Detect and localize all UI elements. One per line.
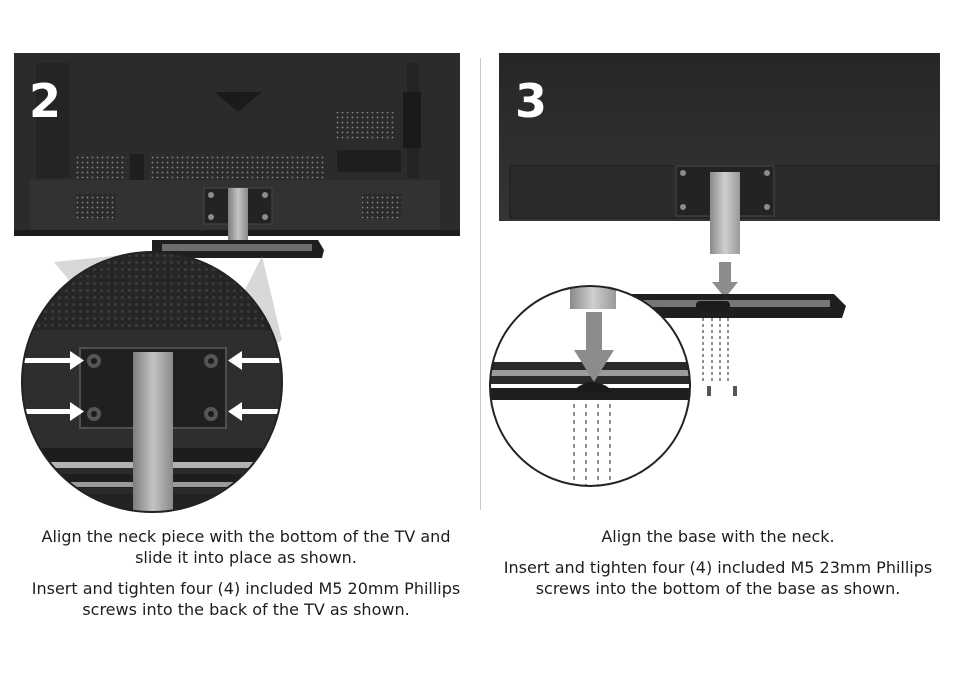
port-panel: [403, 92, 421, 148]
panel-divider: [480, 58, 481, 510]
step-2-instructions: Align the neck piece with the bottom of …: [30, 526, 462, 630]
tv-back: [14, 53, 460, 236]
instruction-text: Align the base with the neck.: [601, 527, 835, 546]
screw-guide-lines: [702, 318, 729, 384]
tv-back-neck-attach-illustration: [14, 53, 460, 513]
zoom-detail-circle: [490, 286, 690, 486]
neck-piece: [228, 188, 248, 256]
step-3-instructions: Align the base with the neck. Insert and…: [492, 526, 944, 609]
base-neck-attach-illustration: [489, 53, 940, 487]
phillips-screws: [707, 386, 737, 396]
mount-screws: [87, 354, 218, 421]
instruction-text: Align the neck piece with the bottom of …: [41, 527, 451, 567]
step-2-panel: 2 Align the neck piece with the bottom o…: [14, 53, 462, 630]
step-number: 2: [29, 74, 62, 128]
instruction-text: Insert and tighten four (4) included M5 …: [31, 579, 461, 619]
step-number: 3: [515, 74, 548, 128]
logo-v-mark: [214, 92, 262, 112]
screw-insert-arrows: [22, 351, 282, 421]
neck-piece: [710, 172, 740, 254]
step-3-panel: 3 Align the base with the neck. Insert a…: [482, 0, 954, 673]
instruction-text: Insert and tighten four (4) included M5 …: [503, 558, 933, 598]
align-arrow: [712, 262, 738, 298]
zoom-detail-circle: [22, 252, 282, 512]
